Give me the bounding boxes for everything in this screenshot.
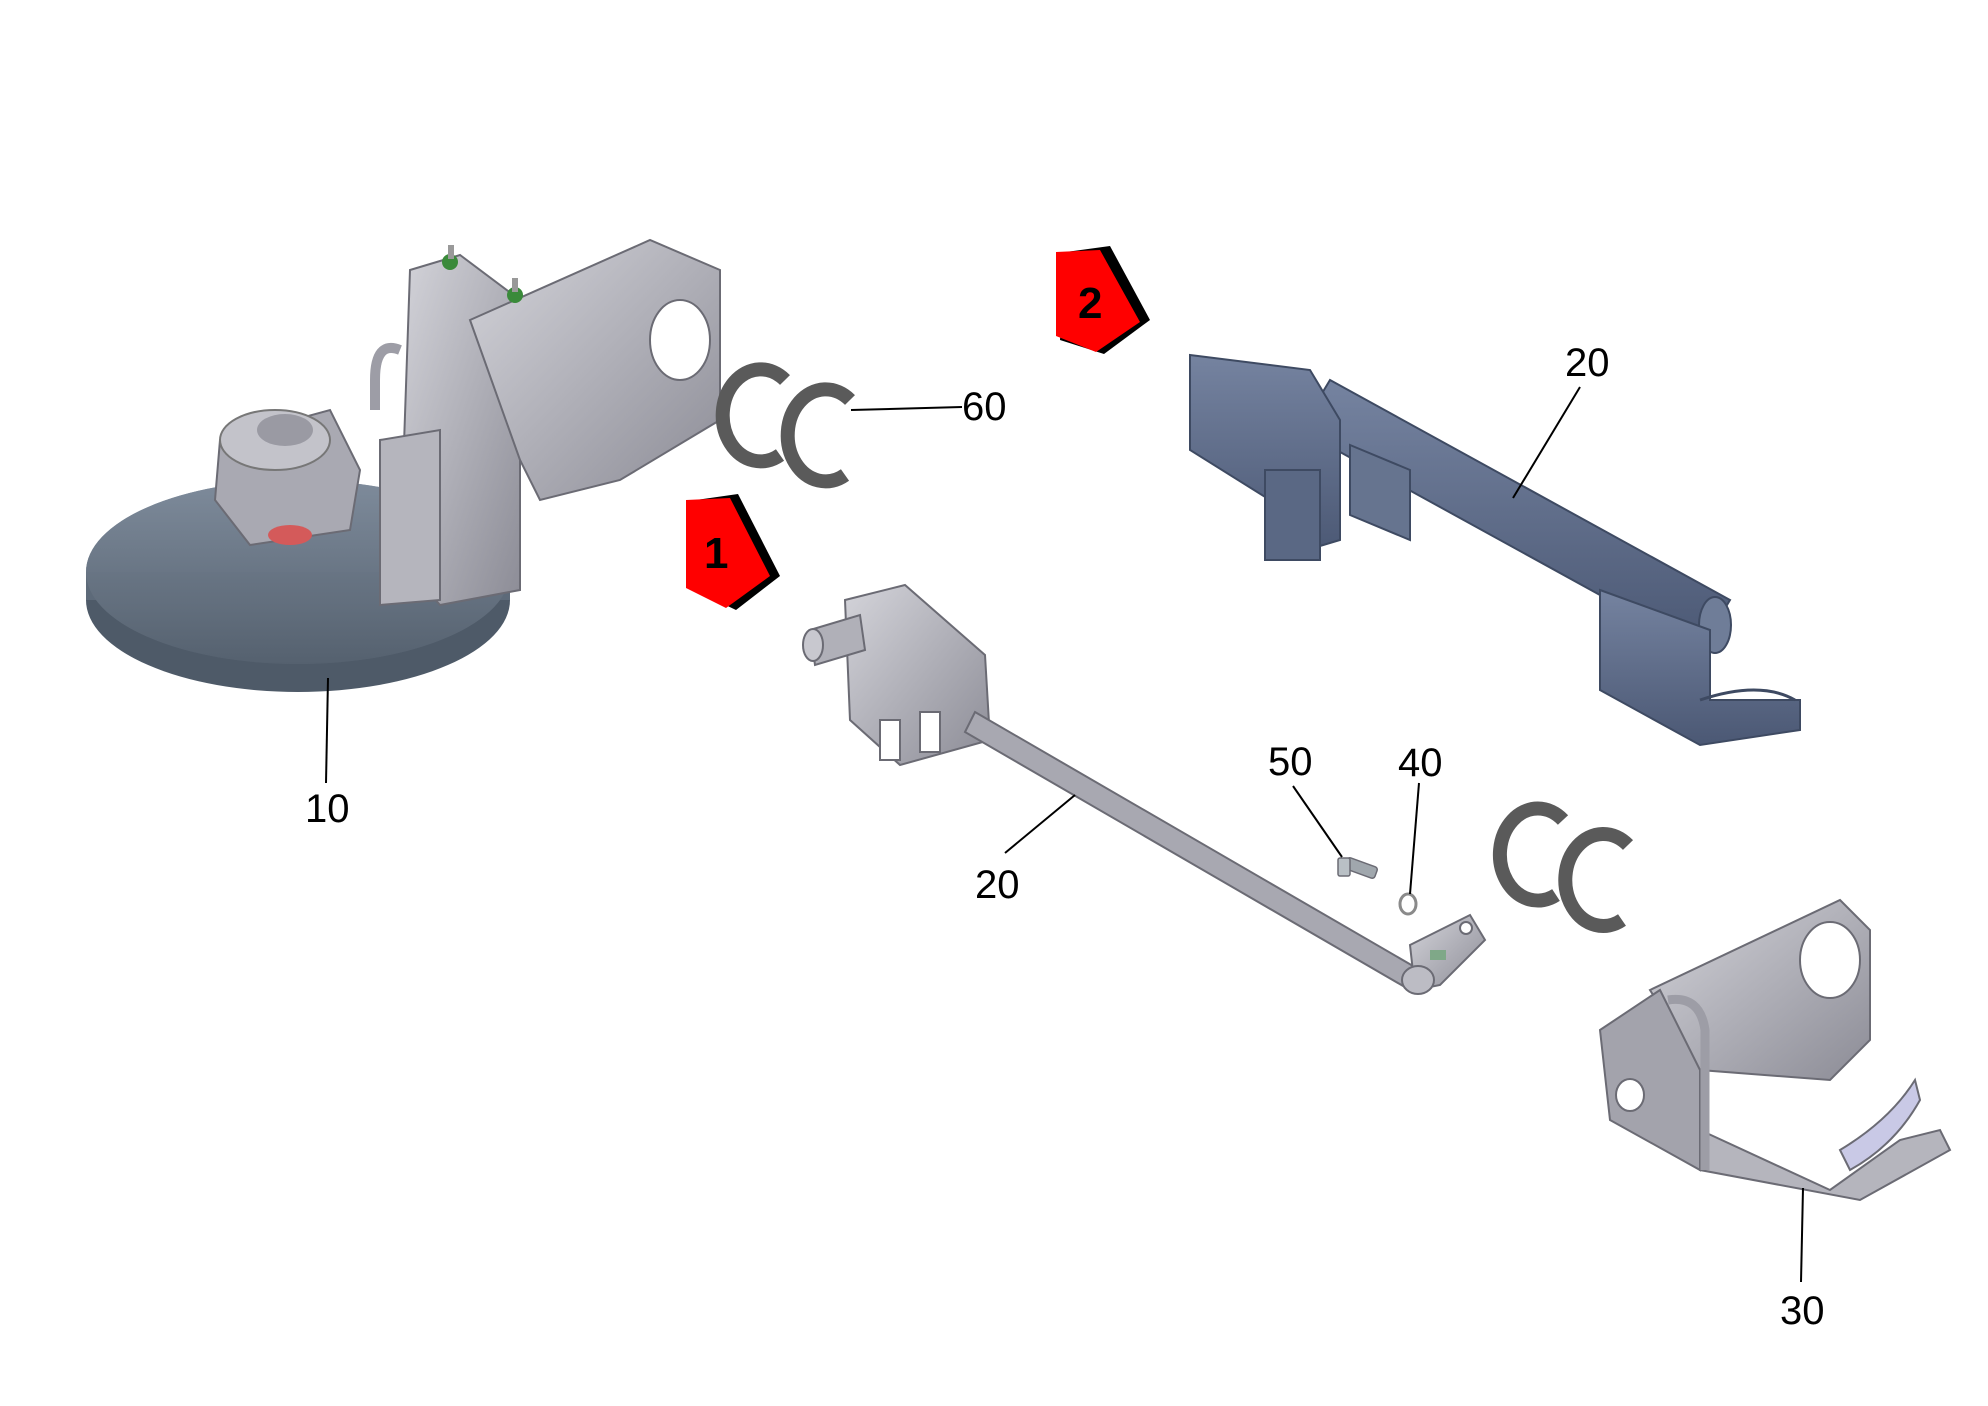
clips-lower: [1492, 801, 1634, 933]
callout-20-upper: 20: [1565, 341, 1610, 385]
leader-60: [850, 406, 963, 411]
part-40-washer: [1398, 892, 1418, 916]
callout-60: 60: [962, 385, 1007, 429]
part-20-frame-upper: [1189, 353, 1801, 747]
step-marker-2-label: 2: [1078, 279, 1102, 328]
leader-20-upper: [1512, 386, 1581, 499]
step-marker-1-label: 1: [704, 529, 728, 578]
callout-10: 10: [305, 787, 350, 831]
callout-20-lower: 20: [975, 863, 1020, 907]
leader-10: [325, 677, 329, 784]
callout-30: 30: [1780, 1289, 1825, 1333]
leader-20-lower: [1004, 794, 1076, 854]
callout-50: 50: [1268, 740, 1313, 784]
part-20-shaft-lower: [802, 583, 1487, 995]
step-marker-1: 1: [686, 494, 780, 610]
part-30-housing: [1598, 898, 1952, 1202]
part-60-clips: [715, 362, 855, 489]
leader-50: [1292, 785, 1343, 858]
leader-40: [1409, 782, 1420, 895]
part-10-mower-head: [86, 238, 721, 692]
callout-labels: 10 60 20 20 50 40 30: [305, 341, 1825, 1333]
leader-30: [1800, 1187, 1804, 1283]
step-marker-2: 2: [1056, 246, 1150, 354]
leader-lines: [325, 386, 1804, 1283]
part-50-bolt: [1337, 856, 1378, 880]
callout-40: 40: [1398, 741, 1443, 785]
